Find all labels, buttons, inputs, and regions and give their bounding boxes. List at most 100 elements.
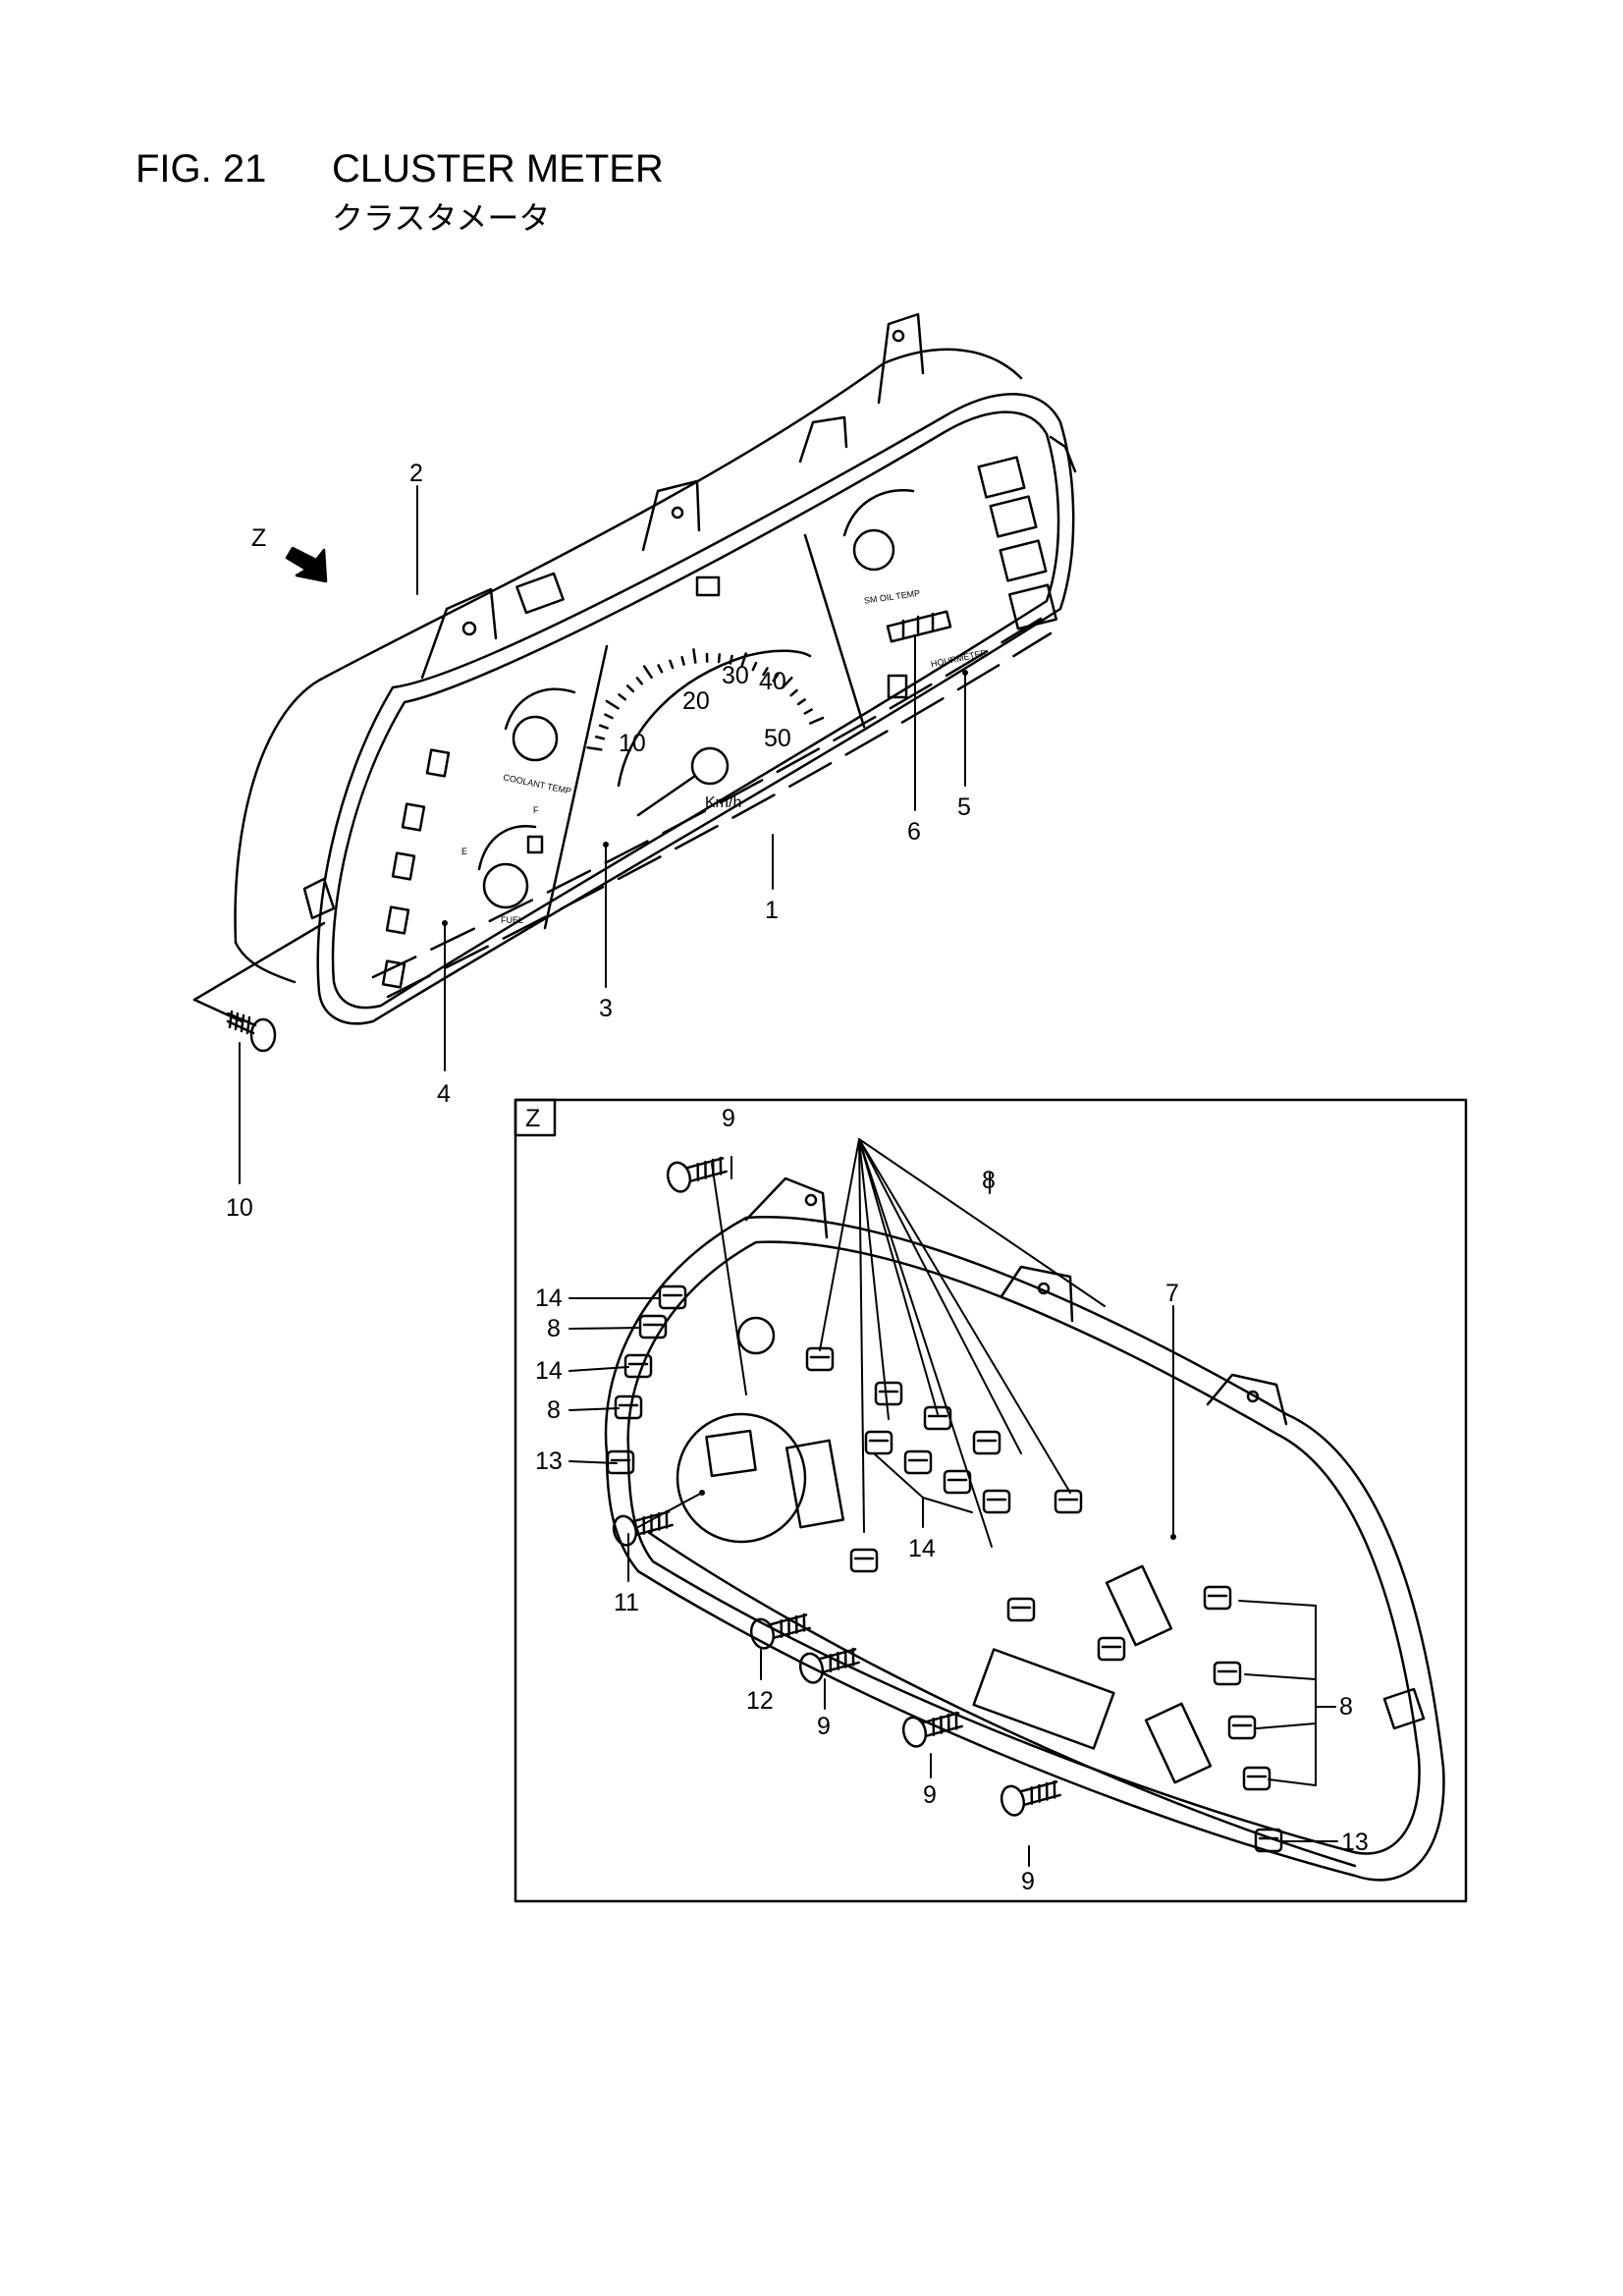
speedo-tick-marks bbox=[586, 648, 825, 751]
speedo-tick bbox=[781, 676, 793, 689]
fuel-label: FUEL bbox=[501, 915, 523, 925]
detail-label: Z bbox=[525, 1105, 540, 1132]
speedo-tick bbox=[657, 664, 664, 674]
bulb-socket bbox=[805, 1346, 835, 1372]
rear-cover-edge bbox=[234, 941, 297, 984]
screw-thread bbox=[794, 1614, 798, 1634]
speedometer-hub bbox=[690, 746, 730, 786]
speedo-tick bbox=[669, 659, 675, 670]
speedo-tick bbox=[692, 648, 697, 664]
bulb-socket bbox=[614, 1394, 643, 1420]
bulb-socket bbox=[1006, 1597, 1036, 1622]
cluster-meter-main-view: COOLANT TEMP E F FUEL 10 20 30 40 50 Km/… bbox=[192, 312, 1077, 1053]
callout-9-d: 9 bbox=[1021, 1868, 1035, 1895]
screw-leader-line-2 bbox=[192, 998, 243, 1023]
speedo-tick bbox=[635, 677, 644, 685]
bulb-socket bbox=[849, 1548, 879, 1573]
speed-tick-30: 30 bbox=[722, 662, 749, 689]
bezel-lower-line-1 bbox=[371, 617, 1043, 979]
screw-thread bbox=[780, 1618, 784, 1638]
fuel-empty-label: E bbox=[461, 847, 467, 856]
bulb-socket bbox=[874, 1381, 903, 1406]
housing-hole-3 bbox=[1246, 1390, 1260, 1403]
callout-8-top: 8 bbox=[982, 1167, 996, 1194]
bulb-sockets bbox=[606, 1285, 1283, 1853]
bulb-socket bbox=[1203, 1585, 1232, 1611]
bulb-socket bbox=[1242, 1766, 1271, 1791]
mount-tab-1 bbox=[420, 587, 498, 680]
screw-head bbox=[1000, 1784, 1026, 1817]
callout-9-top: 9 bbox=[722, 1105, 735, 1132]
bulb-socket bbox=[1227, 1715, 1257, 1740]
multi-pin-connector-1 bbox=[784, 1439, 845, 1529]
bulb-socket bbox=[623, 1353, 653, 1379]
side-knob bbox=[302, 877, 336, 920]
screw-thread bbox=[719, 1156, 723, 1175]
bulb-socket bbox=[1054, 1489, 1083, 1514]
screw-thread bbox=[787, 1616, 790, 1636]
fuel-full-label: F bbox=[533, 805, 539, 815]
lamp-window-3 bbox=[999, 539, 1048, 582]
mount-tab-3 bbox=[798, 415, 848, 464]
speedo-tick bbox=[740, 652, 747, 668]
speedo-tick bbox=[605, 699, 620, 710]
left-lamp-2 bbox=[401, 802, 426, 832]
speedo-shaft bbox=[736, 1316, 776, 1355]
fuel-gauge bbox=[482, 862, 529, 909]
housing-tab-3 bbox=[1206, 1373, 1288, 1426]
callout-2: 2 bbox=[409, 460, 423, 487]
mount-tab-5 bbox=[1049, 435, 1077, 473]
speed-tick-40: 40 bbox=[759, 668, 786, 695]
screw-thread bbox=[1030, 1785, 1034, 1805]
hourmeter-label: HOURMETER bbox=[930, 648, 988, 670]
dial-divider-left bbox=[543, 644, 609, 930]
lamp-icon-top bbox=[695, 575, 721, 597]
fuel-arc bbox=[477, 825, 537, 871]
housing-outline bbox=[604, 1216, 1445, 1882]
detail-frame bbox=[514, 1098, 1468, 1903]
lamp-window-4 bbox=[1007, 583, 1058, 630]
top-knob bbox=[515, 572, 565, 615]
speedo-tick-arc bbox=[617, 649, 812, 788]
callout-13-a: 13 bbox=[535, 1448, 563, 1475]
resistor-2 bbox=[1144, 1702, 1213, 1784]
boss-connector bbox=[705, 1429, 757, 1478]
speedo-tick bbox=[604, 713, 614, 720]
speedo-tick bbox=[808, 716, 825, 725]
speed-tick-20: 20 bbox=[682, 687, 710, 715]
callout-7: 7 bbox=[1165, 1280, 1179, 1307]
speedo-tick bbox=[751, 661, 758, 672]
callout-8-d: 8 bbox=[1339, 1693, 1353, 1721]
coolant-gauge bbox=[512, 715, 559, 762]
dial-divider-right bbox=[803, 533, 866, 729]
screw-thread bbox=[1045, 1781, 1049, 1801]
fuel-icon bbox=[526, 835, 544, 854]
speedo-tick bbox=[772, 673, 780, 683]
speedo-tick bbox=[594, 736, 606, 740]
view-arrow-icon bbox=[285, 546, 328, 583]
speedo-tick bbox=[680, 655, 685, 666]
housing-hole-1 bbox=[804, 1193, 818, 1207]
housing-hole-2 bbox=[1037, 1282, 1051, 1295]
callout-9-b: 9 bbox=[817, 1713, 831, 1740]
bulb-socket bbox=[658, 1285, 687, 1310]
screw-head bbox=[901, 1716, 928, 1748]
hourmeter-icon bbox=[887, 674, 908, 699]
callout-9-c: 9 bbox=[923, 1781, 937, 1809]
speedo-tick bbox=[625, 684, 635, 693]
speedo-tick bbox=[642, 665, 653, 680]
bulb-socket bbox=[1097, 1636, 1126, 1662]
screw-thread bbox=[954, 1711, 958, 1730]
screw-thread bbox=[829, 1653, 833, 1672]
speedo-tick bbox=[729, 654, 733, 665]
screw-thread bbox=[696, 1162, 700, 1181]
mount-hole-2 bbox=[671, 506, 684, 519]
callout-14-a: 14 bbox=[535, 1285, 563, 1312]
speedo-tick bbox=[618, 693, 626, 701]
figure-title: CLUSTER METER bbox=[332, 147, 664, 191]
left-lamp-4 bbox=[385, 905, 410, 935]
callout-8-c: 8 bbox=[547, 1396, 561, 1424]
callout-3: 3 bbox=[599, 995, 613, 1022]
speed-unit-label: Km/h bbox=[705, 794, 741, 811]
